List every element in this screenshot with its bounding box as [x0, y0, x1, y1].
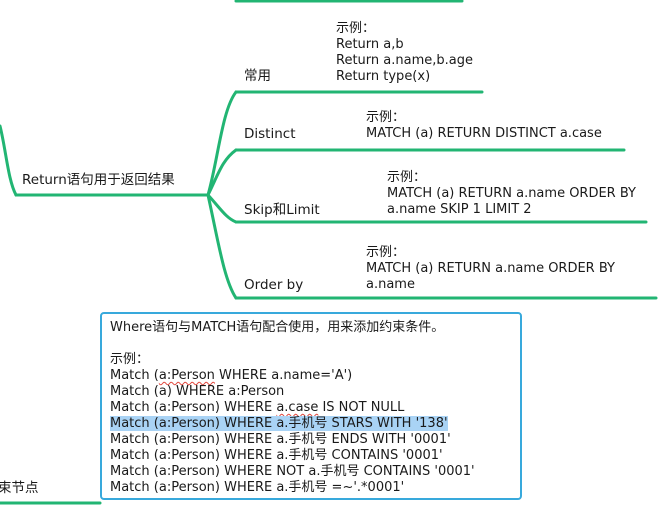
where-intro: Where语句与MATCH语句配合使用，用来添加约束条件。: [110, 320, 445, 335]
where-line-5: Match (a:Person) WHERE a.手机号 ENDS WITH '…: [110, 432, 451, 447]
bottom-node-label[interactable]: 束节点: [0, 480, 39, 496]
example-line: MATCH (a) RETURN a.name ORDER BY: [387, 186, 636, 201]
example-line: MATCH (a) RETURN DISTINCT a.case: [366, 126, 602, 141]
example-line: 示例：: [366, 110, 406, 125]
example-line: 示例：: [387, 170, 427, 185]
where-line-2: Match (a) WHERE a:Person: [110, 384, 285, 399]
branch-left-root: [0, 124, 18, 197]
example-line: MATCH (a) RETURN a.name ORDER BY: [366, 261, 615, 276]
branch-to-skip: [206, 193, 238, 224]
example-line: 示例：: [336, 21, 376, 36]
branch-label-skip-limit[interactable]: Skip和Limit: [244, 202, 320, 218]
main-node-label[interactable]: Return语句用于返回结果: [22, 172, 175, 188]
example-line: 示例：: [366, 245, 406, 260]
branch-to-distinct: [206, 148, 238, 197]
example-distinct: 示例： MATCH (a) RETURN DISTINCT a.case: [366, 110, 602, 142]
example-line: Return type(x): [336, 69, 431, 84]
where-example-label: 示例：: [110, 352, 150, 367]
where-line-1: Match (a:Person WHERE a.name='A'): [110, 368, 353, 383]
example-skip-limit: 示例： MATCH (a) RETURN a.name ORDER BY a.n…: [387, 170, 636, 218]
where-callout-box[interactable]: Where语句与MATCH语句配合使用，用来添加约束条件。 示例： Match …: [100, 312, 522, 500]
branch-label-common[interactable]: 常用: [244, 68, 271, 84]
branch-to-common: [206, 90, 238, 197]
where-line-8: Match (a:Person) WHERE a.手机号 =~'.*0001': [110, 480, 405, 495]
where-line-3: Match (a:Person) WHERE a.case IS NOT NUL…: [110, 400, 405, 415]
example-common: 示例： Return a,b Return a.name,b.age Retur…: [336, 21, 473, 85]
where-line-7: Match (a:Person) WHERE NOT a.手机号 CONTAIN…: [110, 464, 475, 479]
where-line-6: Match (a:Person) WHERE a.手机号 CONTAINS '0…: [110, 448, 443, 463]
example-line: a.name: [366, 277, 415, 292]
where-line-4: Match (a:Person) WHERE a.手机号 STARS WITH …: [110, 416, 512, 432]
example-line: Return a.name,b.age: [336, 53, 473, 68]
example-order-by: 示例： MATCH (a) RETURN a.name ORDER BY a.n…: [366, 245, 615, 293]
branch-label-order-by[interactable]: Order by: [244, 277, 304, 293]
highlighted-text: Match (a:Person) WHERE a.手机号 STARS WITH …: [110, 416, 448, 431]
branch-label-distinct[interactable]: Distinct: [244, 126, 296, 142]
example-line: a.name SKIP 1 LIMIT 2: [387, 202, 532, 217]
branch-to-orderby: [206, 193, 238, 300]
example-line: Return a,b: [336, 37, 404, 52]
